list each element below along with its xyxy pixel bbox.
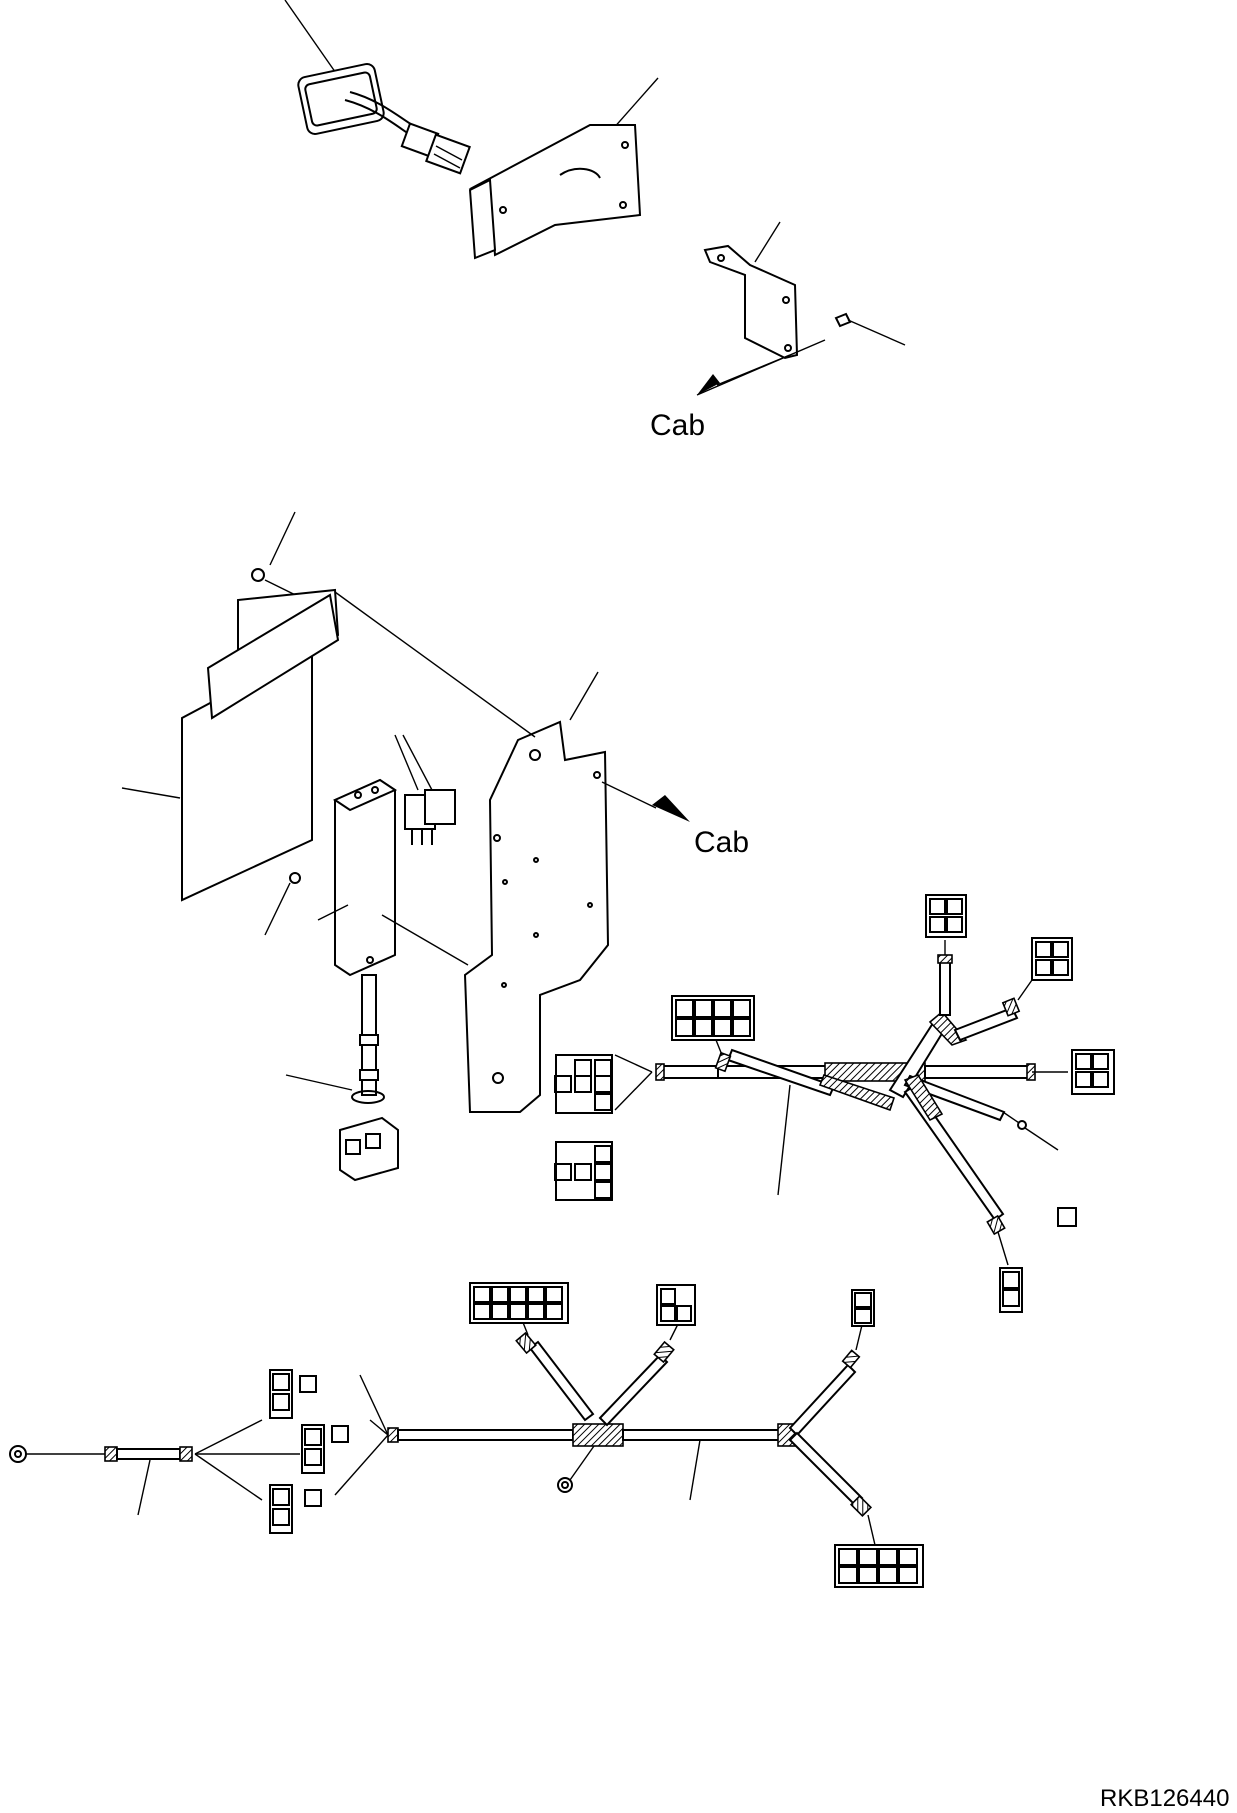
branch-tube — [953, 1006, 1019, 1042]
cab-label-top: Cab — [650, 409, 705, 442]
ground-terminal — [9, 1445, 27, 1463]
connector-1pin-right — [1057, 1207, 1077, 1227]
connector-8pin-bottom — [834, 1544, 924, 1588]
cab-arrow-top — [697, 374, 720, 395]
controller-assembly — [264, 778, 399, 1182]
wire-harness-upper — [614, 940, 1068, 1266]
branch-tube — [598, 1353, 669, 1427]
bracket-plate-small — [703, 244, 799, 360]
cab-label-middle: Cab — [694, 826, 749, 859]
leader-line — [394, 734, 419, 791]
cab-arrow-middle — [652, 795, 690, 822]
bracket-small: Cab — [650, 221, 906, 442]
leader-line — [121, 787, 181, 799]
connector-10pin-top — [469, 1282, 569, 1324]
leader-line — [689, 1439, 701, 1501]
relay-right — [424, 789, 456, 825]
connector-6pin-left-upper — [554, 1054, 613, 1114]
leader-line — [847, 319, 906, 346]
controller-box — [334, 778, 396, 977]
switch-panel — [297, 63, 385, 135]
connector-1pin-b — [331, 1425, 349, 1443]
leader-line — [777, 1084, 791, 1196]
ground-terminal — [557, 1477, 573, 1493]
leader-line — [269, 511, 296, 566]
drawing-code: RKB126440 — [1100, 1785, 1229, 1812]
leader-line — [317, 904, 349, 921]
bracket-plate — [468, 124, 642, 257]
mounting-plate-body — [463, 720, 610, 1113]
branch-tube — [528, 1340, 595, 1422]
connector-2pin-left-b — [301, 1424, 325, 1474]
wire-harness-lower — [9, 1319, 876, 1546]
connector-1pin-a — [299, 1375, 317, 1393]
connector-6pin-left-lower — [554, 1141, 613, 1201]
mounting-plate: Cab — [334, 591, 749, 1113]
leader-line — [285, 1074, 353, 1091]
connector-3pin-top — [656, 1284, 696, 1326]
leader-line — [611, 77, 659, 131]
leader-line — [264, 882, 291, 936]
cover-plate-assembly — [121, 511, 340, 902]
leader-line — [569, 671, 599, 721]
cable-clamp — [351, 1090, 385, 1104]
screw — [289, 872, 301, 884]
leader-line — [754, 221, 781, 263]
connector-2pin-bottom — [999, 1267, 1023, 1313]
leader-line — [284, 0, 339, 77]
connector-8pin-top — [671, 995, 755, 1056]
harness-trunk — [397, 1429, 574, 1441]
connector-1pin-c — [304, 1489, 322, 1507]
connector-2pin-left-c — [269, 1484, 293, 1534]
connector-4pin-right — [1071, 1049, 1115, 1095]
harness-trunk — [659, 1065, 719, 1079]
branch-tube — [788, 1363, 857, 1437]
harness-junction — [572, 1423, 624, 1447]
bolt — [834, 312, 852, 328]
branch-tube — [788, 1431, 864, 1507]
connector-4pin-top — [925, 894, 967, 938]
bracket-top — [468, 77, 659, 260]
switch-panel-assembly — [284, 0, 471, 175]
connector-2pin-left-a — [269, 1369, 293, 1419]
connector-2pin-top-right — [851, 1289, 875, 1327]
harness-trunk — [116, 1448, 181, 1460]
leader-line — [137, 1459, 151, 1516]
screw — [251, 568, 265, 582]
connector-4pin-right-top — [1017, 937, 1073, 1001]
relay-assembly — [394, 734, 456, 845]
